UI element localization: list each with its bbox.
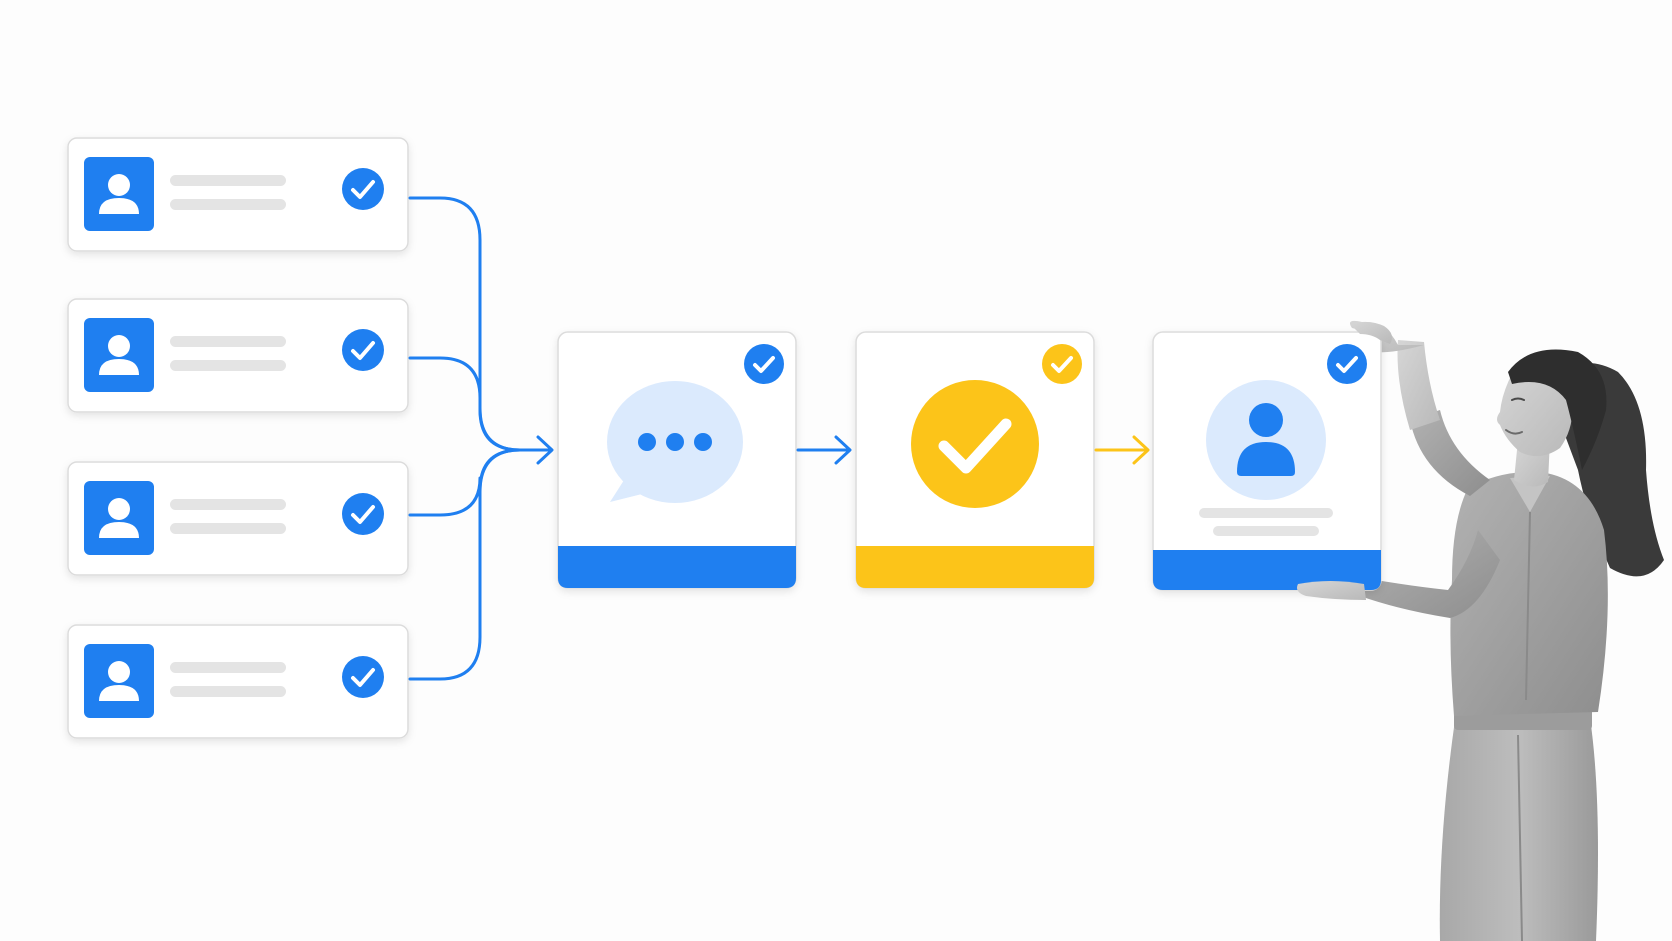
check-badge-icon — [1042, 344, 1082, 384]
checkmark-icon — [911, 380, 1039, 508]
placeholder-text-lines — [170, 175, 286, 210]
stage-connector-blue — [796, 435, 852, 465]
source-card[interactable] — [67, 461, 409, 576]
woman-hands-overlay — [1297, 322, 1392, 600]
stage-connector-yellow — [1094, 435, 1150, 465]
check-badge-icon — [342, 493, 384, 535]
check-badge-icon — [342, 329, 384, 371]
merge-connector — [408, 196, 554, 681]
chat-bubble-icon — [607, 381, 743, 503]
check-badge-icon — [342, 168, 384, 210]
woman-illustration — [1299, 320, 1664, 941]
user-profile-icon — [1206, 380, 1326, 500]
stage-card-footer-bar — [558, 546, 796, 588]
stage-card-footer-bar — [856, 546, 1094, 588]
stage-card-profile[interactable] — [1152, 331, 1382, 591]
check-badge-icon — [744, 344, 784, 384]
arrowhead-icon — [536, 435, 554, 465]
user-icon — [84, 318, 154, 392]
source-card[interactable] — [67, 298, 409, 413]
stage-card-chat[interactable] — [557, 331, 797, 589]
source-card[interactable] — [67, 137, 409, 252]
user-icon — [84, 481, 154, 555]
stage-card-footer-bar — [1153, 550, 1381, 590]
user-icon — [84, 157, 154, 231]
stage-card-approval[interactable] — [855, 331, 1095, 589]
placeholder-text-lines — [170, 499, 286, 534]
placeholder-text-lines — [170, 336, 286, 371]
user-icon — [84, 644, 154, 718]
check-badge-icon — [342, 656, 384, 698]
arrowhead-icon — [834, 435, 852, 465]
source-card[interactable] — [67, 624, 409, 739]
source-list — [67, 137, 409, 739]
placeholder-text-lines — [1199, 508, 1333, 536]
check-badge-icon — [1327, 344, 1367, 384]
arrowhead-icon — [1132, 435, 1150, 465]
placeholder-text-lines — [170, 662, 286, 697]
